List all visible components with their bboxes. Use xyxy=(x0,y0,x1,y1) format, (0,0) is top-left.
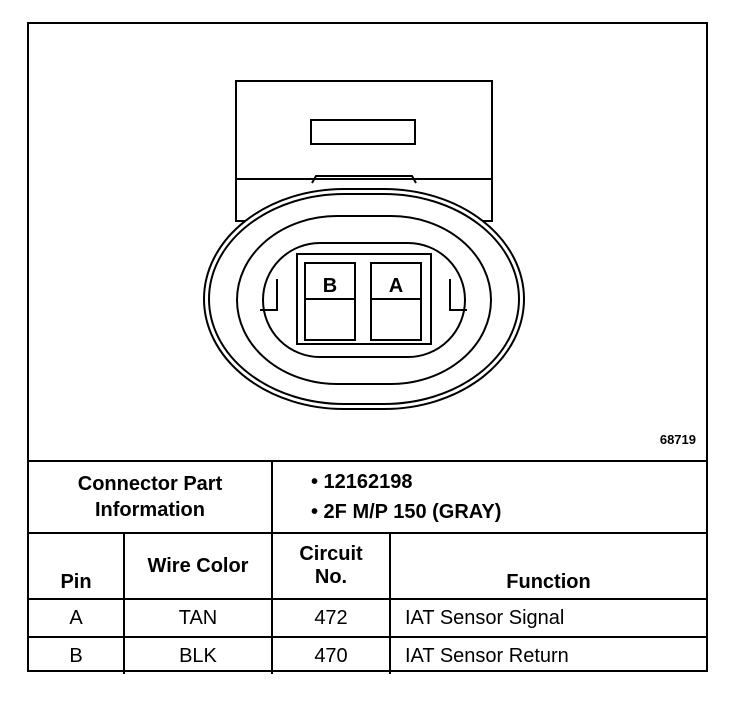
outer-shell-inner xyxy=(208,193,520,405)
cavity-b-label: B xyxy=(323,275,337,297)
figure-number: 68719 xyxy=(659,432,696,447)
header-function: Function xyxy=(389,532,706,600)
header-circuit-line1: Circuit xyxy=(299,543,363,565)
table-row: B BLK 470 IAT Sensor Return xyxy=(29,636,706,674)
header-circuit-line2: No. xyxy=(314,566,348,588)
connector-part-label: Connector Part Information xyxy=(29,460,273,534)
connector-part-values: • 12162198 • 2F M/P 150 (GRAY) xyxy=(271,460,706,534)
cavity-a-label: A xyxy=(389,275,403,297)
header-pin: Pin xyxy=(29,532,125,600)
part-description: • 2F M/P 150 (GRAY) xyxy=(311,501,502,523)
connector-label-line2: Information xyxy=(95,499,205,521)
key-left xyxy=(260,279,278,311)
cavity-a xyxy=(370,262,422,341)
connector-table: Connector Part Information • 12162198 • … xyxy=(29,460,706,674)
key-right xyxy=(449,279,467,311)
table-row: A TAN 472 IAT Sensor Signal xyxy=(29,598,706,638)
table-header-row: Pin Wire Color Circuit No. Function xyxy=(29,532,706,600)
latch-tab xyxy=(311,175,417,184)
connector-diagram: B A 68719 xyxy=(29,24,706,460)
connector-label-line1: Connector Part xyxy=(77,473,223,495)
circuit-cell: 470 xyxy=(271,636,391,674)
pin-cell: B xyxy=(29,636,125,674)
connector-drawing: B A xyxy=(203,80,525,410)
header-circuit: Circuit No. xyxy=(271,532,391,600)
lock-slot xyxy=(310,119,416,145)
circuit-cell: 472 xyxy=(271,598,391,638)
function-cell: IAT Sensor Return xyxy=(389,636,706,674)
connector-info-frame: B A 68719 Connector Part Information • 1… xyxy=(27,22,708,674)
header-wire-color: Wire Color xyxy=(123,532,273,600)
wire-color-cell: BLK xyxy=(123,636,273,674)
connector-info-row: Connector Part Information • 12162198 • … xyxy=(29,460,706,534)
wire-color-cell: TAN xyxy=(123,598,273,638)
pin-cell: A xyxy=(29,598,125,638)
part-number: • 12162198 xyxy=(311,471,413,493)
cavity-b xyxy=(304,262,356,341)
function-cell: IAT Sensor Signal xyxy=(389,598,706,638)
